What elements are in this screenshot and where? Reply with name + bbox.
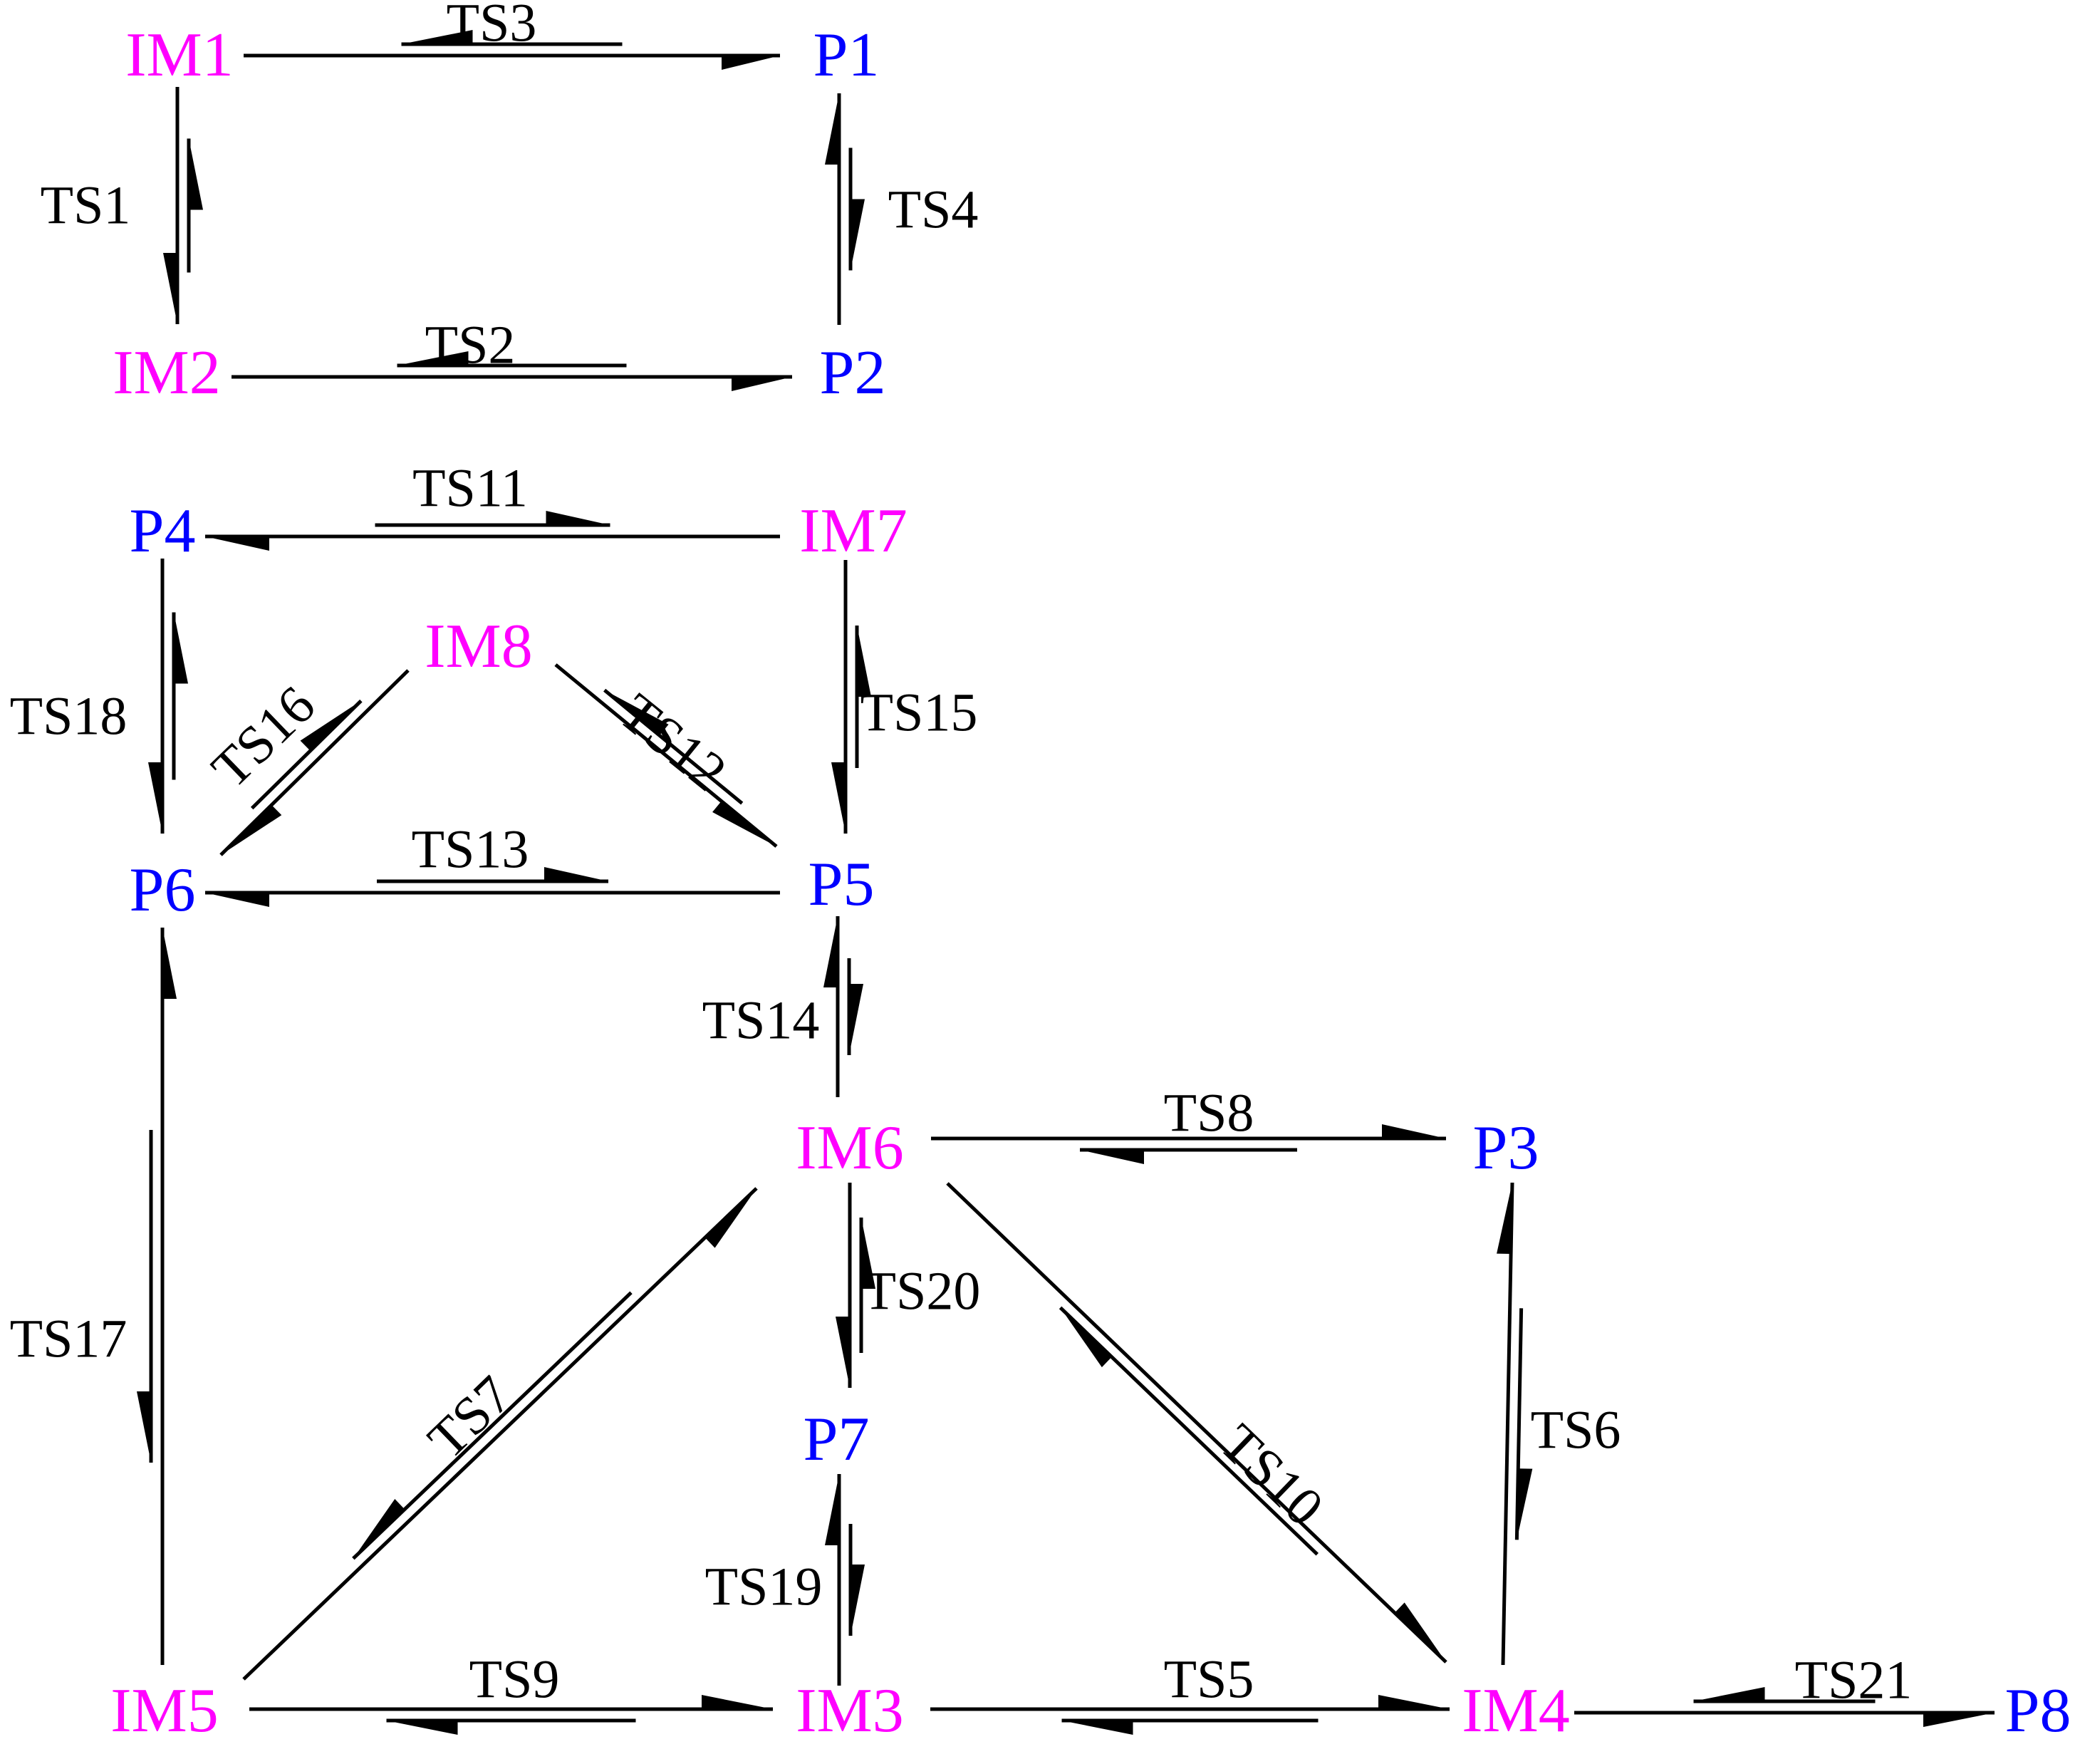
node-p8: P8	[2005, 1676, 2071, 1745]
ts3-label: TS3	[447, 0, 537, 53]
ts18-forward-head	[148, 762, 162, 834]
ts13-label: TS13	[412, 819, 529, 879]
ts7-reverse-arrow	[352, 1291, 633, 1560]
ts17-reverse-head	[137, 1391, 151, 1463]
ts12-reverse-head	[604, 690, 669, 736]
ts6-label: TS6	[1531, 1400, 1621, 1460]
ts4-label: TS4	[888, 180, 979, 239]
node-im5: IM5	[110, 1676, 219, 1745]
ts16-reverse-head	[300, 700, 361, 751]
ts15-label: TS15	[860, 683, 978, 742]
node-p1: P1	[813, 21, 880, 90]
node-p4: P4	[130, 497, 196, 566]
ts19-forward-head	[825, 1474, 839, 1545]
ts11-label: TS11	[412, 458, 528, 518]
ts8-label: TS8	[1164, 1083, 1254, 1143]
ts9-forward-head	[702, 1695, 773, 1709]
ts3-forward-head	[722, 56, 780, 70]
ts19-reverse-head	[851, 1565, 865, 1636]
ts5-reverse-head	[1061, 1721, 1133, 1735]
ts10-forward-arrow	[946, 1182, 1447, 1664]
node-im2: IM2	[113, 338, 221, 408]
ts21-forward-head	[1923, 1713, 1995, 1727]
ts2-forward-head	[732, 377, 792, 391]
ts7-reverse-head	[353, 1499, 405, 1559]
ts19-label: TS19	[705, 1557, 823, 1617]
node-im7: IM7	[799, 497, 908, 566]
ts13-forward-head	[205, 893, 269, 907]
ts10-reverse-head	[1060, 1307, 1112, 1368]
ts11-reverse-head	[546, 511, 610, 525]
node-im6: IM6	[796, 1114, 904, 1183]
ts14-forward-head	[823, 916, 838, 987]
ts6-forward-arrow	[1501, 1182, 1514, 1666]
ts6-forward-head	[1497, 1183, 1512, 1254]
ts5-label: TS5	[1164, 1649, 1254, 1709]
ts8-reverse-head	[1080, 1150, 1144, 1164]
node-im8: IM8	[425, 612, 533, 681]
ts20-reverse-head	[861, 1218, 875, 1289]
ts10-label: TS10	[1209, 1413, 1335, 1537]
ts4-reverse-head	[851, 199, 865, 271]
ts1-label: TS1	[41, 175, 131, 235]
ts18-label: TS18	[10, 686, 128, 746]
ts1-reverse-head	[189, 138, 203, 210]
ts21-label: TS21	[1795, 1650, 1913, 1710]
ts14-label: TS14	[702, 990, 820, 1050]
node-p5: P5	[808, 850, 875, 919]
node-p7: P7	[804, 1405, 870, 1474]
ts10-forward-head	[1394, 1602, 1446, 1662]
ts8-forward-head	[1382, 1124, 1446, 1138]
ts6-reverse-head	[1517, 1468, 1533, 1540]
ts5-forward-head	[1378, 1695, 1450, 1709]
ts3-reverse-head	[401, 30, 473, 44]
ts7-label: TS7	[417, 1364, 523, 1470]
ts9-reverse-head	[386, 1721, 458, 1735]
ts17-label: TS17	[10, 1309, 128, 1369]
ts9-label: TS9	[469, 1649, 560, 1709]
ts12-forward-head	[712, 801, 776, 846]
ts10-reverse-arrow	[1059, 1306, 1319, 1556]
node-p2: P2	[820, 338, 886, 408]
ts11-forward-head	[205, 536, 269, 551]
node-im1: IM1	[125, 21, 234, 90]
node-p3: P3	[1473, 1114, 1539, 1183]
ts20-label: TS20	[863, 1261, 981, 1321]
ts16-forward-head	[221, 804, 282, 855]
node-im3: IM3	[796, 1676, 904, 1745]
ts15-reverse-head	[857, 626, 871, 697]
ts1-forward-head	[163, 253, 177, 324]
node-p6: P6	[130, 856, 196, 925]
node-im4: IM4	[1462, 1676, 1570, 1745]
ts18-reverse-head	[174, 612, 188, 684]
ts15-forward-head	[831, 762, 846, 834]
ts2-label: TS2	[425, 315, 516, 375]
ts14-reverse-head	[849, 984, 863, 1055]
ts2-reverse-head	[397, 351, 469, 365]
ts13-reverse-head	[544, 867, 608, 881]
ts7-forward-head	[704, 1188, 756, 1248]
ts21-reverse-head	[1693, 1687, 1765, 1701]
ts4-forward-head	[825, 93, 839, 165]
ts7-forward-arrow	[242, 1187, 758, 1681]
ts20-forward-head	[836, 1317, 850, 1388]
ts17-forward-head	[162, 928, 177, 999]
